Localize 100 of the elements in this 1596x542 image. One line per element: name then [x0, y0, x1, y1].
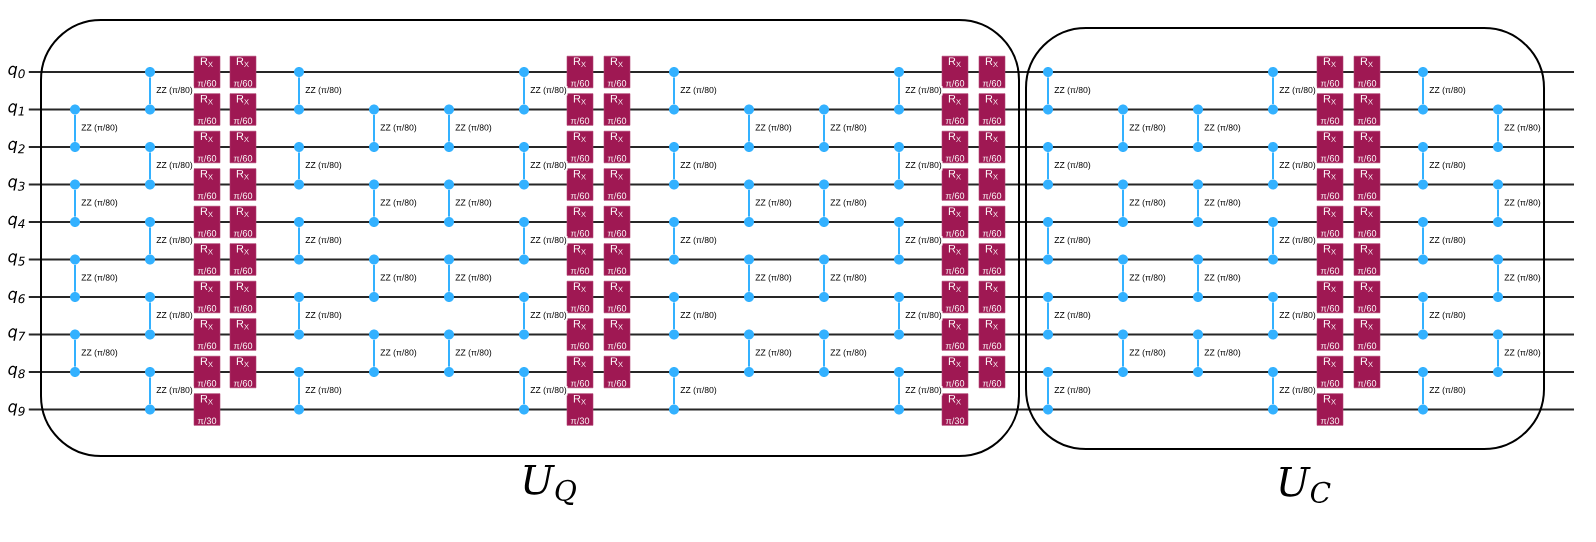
zz-gate-line: [898, 376, 900, 406]
rx-gate-box: R$_{X}$ π/60: [229, 318, 257, 351]
zz-gate-line: [1422, 301, 1424, 331]
rx-gate-box: R$_{X}$ π/60: [1353, 205, 1381, 239]
gate-label: ZZ (π/80): [679, 310, 718, 321]
rx-gate-box: R$_{X}$ π/60: [941, 280, 969, 314]
gate-label: ZZ (π/80): [454, 198, 493, 209]
zz-gate-line: [74, 263, 76, 293]
zz-gate-line: [74, 338, 76, 368]
zz-gate-line: [373, 113, 375, 143]
rx-gate-box: R$_{X}$ π/60: [978, 280, 1006, 314]
gate-label: ZZ (π/80): [454, 348, 493, 359]
rx-gate-box: R$_{X}$ π/60: [941, 205, 969, 239]
gate-label: ZZ (π/80): [155, 385, 194, 396]
rx-gate-box: R$_{X}$ π/30: [941, 393, 969, 426]
gate-label: ZZ (π/80): [1053, 160, 1092, 171]
rx-gate-box: R$_{X}$ π/60: [1353, 355, 1381, 389]
rx-gate-box: R$_{X}$ π/60: [193, 243, 221, 276]
zz-gate-line: [373, 188, 375, 218]
gate-label: ZZ (π/80): [754, 123, 793, 134]
zz-gate-line: [1497, 113, 1499, 143]
qubit-label: q$_{2}$: [8, 140, 25, 154]
zz-gate-line: [298, 76, 300, 106]
rx-gate-box: R$_{X}$ π/60: [1316, 168, 1344, 201]
gate-label: ZZ (π/80): [1428, 310, 1467, 321]
rx-gate-box: R$_{X}$ π/60: [193, 280, 221, 314]
rx-gate-box: R$_{X}$ π/60: [941, 130, 969, 164]
zz-gate-line: [1122, 188, 1124, 218]
gate-label: ZZ (π/80): [1128, 273, 1167, 284]
zz-gate-line: [673, 226, 675, 256]
rx-gate-box: R$_{X}$ π/60: [229, 243, 257, 276]
gate-label: ZZ (π/80): [1053, 85, 1092, 96]
qubit-label: q$_{0}$: [8, 65, 25, 79]
zz-gate-line: [1272, 376, 1274, 406]
gate-label: ZZ (π/80): [904, 385, 943, 396]
gate-label: ZZ (π/80): [304, 310, 343, 321]
rx-gate-box: R$_{X}$ π/60: [1353, 280, 1381, 314]
gate-label: ZZ (π/80): [1053, 385, 1092, 396]
gate-label: ZZ (π/80): [679, 385, 718, 396]
gate-label: ZZ (π/80): [529, 160, 568, 171]
zz-gate-line: [1272, 76, 1274, 106]
gate-label: ZZ (π/80): [829, 198, 868, 209]
zz-gate-line: [149, 376, 151, 406]
zz-gate-line: [1422, 151, 1424, 181]
rx-gate-box: R$_{X}$ π/60: [229, 130, 257, 164]
rx-gate-box: R$_{X}$ π/60: [1353, 130, 1381, 164]
rx-gate-box: R$_{X}$ π/60: [603, 93, 631, 126]
circuit-wire: [27, 183, 1575, 186]
rx-gate-box: R$_{X}$ π/30: [193, 393, 221, 426]
rx-gate-box: R$_{X}$ π/60: [978, 205, 1006, 239]
gate-label: ZZ (π/80): [304, 385, 343, 396]
gate-label: ZZ (π/80): [155, 85, 194, 96]
zz-gate-line: [673, 301, 675, 331]
rx-gate-box: R$_{X}$ π/60: [566, 168, 594, 201]
zz-gate-line: [1272, 301, 1274, 331]
rx-gate-box: R$_{X}$ π/60: [978, 130, 1006, 164]
zz-gate-line: [1047, 76, 1049, 106]
rx-gate-box: R$_{X}$ π/60: [193, 205, 221, 239]
zz-gate-line: [448, 113, 450, 143]
zz-gate-line: [149, 151, 151, 181]
gate-label: ZZ (π/80): [379, 348, 418, 359]
gate-label: ZZ (π/80): [754, 348, 793, 359]
rx-gate-box: R$_{X}$ π/60: [1353, 243, 1381, 276]
gate-label: ZZ (π/80): [829, 348, 868, 359]
rx-gate-box: R$_{X}$ π/60: [1316, 318, 1344, 351]
zz-gate-line: [673, 76, 675, 106]
rx-gate-box: R$_{X}$ π/30: [566, 393, 594, 426]
circuit-wire: [27, 108, 1575, 111]
gate-label: ZZ (π/80): [1128, 123, 1167, 134]
gate-label: ZZ (π/80): [155, 235, 194, 246]
rx-gate-box: R$_{X}$ π/60: [978, 318, 1006, 351]
zz-gate-line: [373, 263, 375, 293]
zz-gate-line: [298, 301, 300, 331]
zz-gate-line: [149, 226, 151, 256]
gate-label: ZZ (π/80): [1503, 123, 1542, 134]
zz-gate-line: [523, 376, 525, 406]
rx-gate-box: R$_{X}$ π/60: [566, 205, 594, 239]
zz-gate-line: [898, 76, 900, 106]
rx-gate-box: R$_{X}$ π/60: [193, 93, 221, 126]
zz-gate-line: [673, 151, 675, 181]
circuit-wire: [27, 221, 1575, 223]
rx-gate-box: R$_{X}$ π/60: [941, 55, 969, 89]
zz-gate-line: [748, 338, 750, 368]
zz-gate-line: [1197, 113, 1199, 143]
rx-gate-box: R$_{X}$ π/60: [603, 130, 631, 164]
zz-gate-line: [1497, 338, 1499, 368]
rx-gate-box: R$_{X}$ π/60: [1316, 243, 1344, 276]
zz-gate-line: [448, 263, 450, 293]
zz-gate-line: [1047, 226, 1049, 256]
zz-gate-line: [1047, 301, 1049, 331]
qubit-label: q$_{8}$: [8, 365, 25, 379]
gate-label: ZZ (π/80): [754, 198, 793, 209]
gate-label: ZZ (π/80): [304, 235, 343, 246]
rx-gate-box: R$_{X}$ π/60: [1353, 318, 1381, 351]
rx-gate-box: R$_{X}$ π/60: [941, 93, 969, 126]
zz-gate-line: [748, 188, 750, 218]
rx-gate-box: R$_{X}$ π/60: [941, 318, 969, 351]
gate-label: ZZ (π/80): [1428, 85, 1467, 96]
gate-label: ZZ (π/80): [1503, 348, 1542, 359]
rx-gate-box: R$_{X}$ π/60: [1353, 168, 1381, 201]
